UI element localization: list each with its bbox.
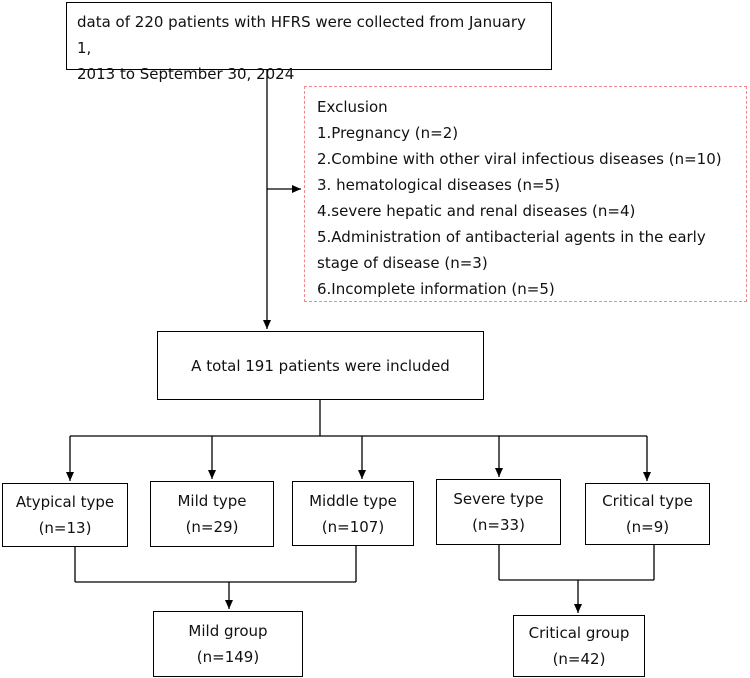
exclusion-item: 2.Combine with other viral infectious di… xyxy=(317,150,722,168)
type-count: (n=13) xyxy=(38,519,92,537)
included-label: A total 191 patients were included xyxy=(191,356,450,375)
exclusion-item: 4.severe hepatic and renal diseases (n=4… xyxy=(317,202,636,220)
type-count: (n=29) xyxy=(185,518,239,536)
source-line-1: data of 220 patients with HFRS were coll… xyxy=(77,13,526,57)
type-box-critical: Critical type (n=9) xyxy=(585,483,710,545)
group-box-critical: Critical group (n=42) xyxy=(513,615,645,677)
type-box-severe: Severe type (n=33) xyxy=(436,479,561,545)
group-count: (n=149) xyxy=(196,648,260,666)
group-name: Critical group xyxy=(528,624,630,642)
exclusion-box: Exclusion 1.Pregnancy (n=2) 2.Combine wi… xyxy=(304,86,747,302)
group-box-mild: Mild group (n=149) xyxy=(153,611,303,677)
type-box-middle: Middle type (n=107) xyxy=(292,481,414,546)
exclusion-title: Exclusion xyxy=(317,98,388,116)
exclusion-item: 1.Pregnancy (n=2) xyxy=(317,124,459,142)
type-count: (n=9) xyxy=(625,518,670,536)
group-count: (n=42) xyxy=(552,650,606,668)
type-name: Atypical type xyxy=(15,493,115,511)
included-box: A total 191 patients were included xyxy=(157,331,484,400)
type-box-mild: Mild type (n=29) xyxy=(150,481,274,547)
type-name: Mild type xyxy=(177,492,247,510)
group-name: Mild group xyxy=(188,622,268,640)
source-line-2: 2013 to September 30, 2024 xyxy=(77,65,295,83)
type-box-atypical: Atypical type (n=13) xyxy=(2,483,128,547)
exclusion-item: 6.Incomplete information (n=5) xyxy=(317,280,555,298)
exclusion-item: 3. hematological diseases (n=5) xyxy=(317,176,560,194)
type-name: Severe type xyxy=(453,490,544,508)
type-name: Critical type xyxy=(602,492,693,510)
type-count: (n=107) xyxy=(321,517,385,536)
source-box: data of 220 patients with HFRS were coll… xyxy=(66,2,552,83)
exclusion-item: 5.Administration of antibacterial agents… xyxy=(317,228,706,246)
type-count: (n=33) xyxy=(472,516,525,534)
exclusion-item: stage of disease (n=3) xyxy=(317,254,488,272)
type-name: Middle type xyxy=(309,491,397,510)
